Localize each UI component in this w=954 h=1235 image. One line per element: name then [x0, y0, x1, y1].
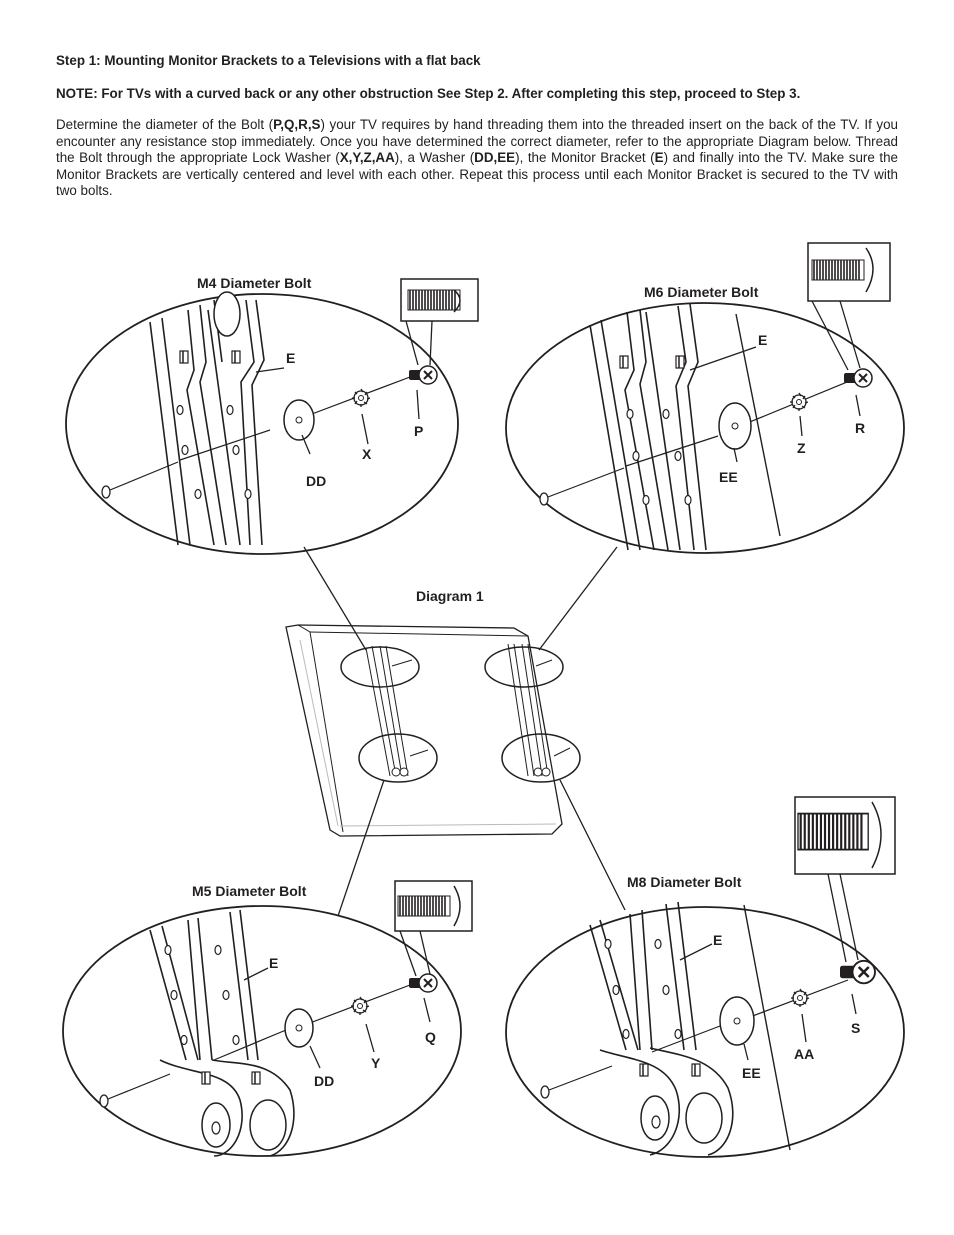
- monitor-bracket-e-m8: [589, 901, 734, 1156]
- m4-label-dd: DD: [306, 473, 326, 489]
- m8-label-ee: EE: [742, 1065, 761, 1081]
- detail-m4: M4 Diameter Bolt E DD X P: [65, 275, 479, 555]
- monitor-bracket-e-m5: [149, 909, 295, 1157]
- m4-label-p: P: [414, 423, 423, 439]
- m8-label-s: S: [851, 1020, 860, 1036]
- detail-m6: M6 Diameter Bolt E EE Z R: [505, 242, 905, 554]
- detail-m5: M5 Diameter Bolt E DD Y Q: [62, 880, 473, 1157]
- m6-label-r: R: [855, 420, 865, 436]
- diagram-title: Diagram 1: [416, 588, 484, 604]
- m8-title: M8 Diameter Bolt: [627, 874, 742, 890]
- m5-label-q: Q: [425, 1029, 436, 1045]
- m6-label-e: E: [758, 332, 767, 348]
- detail-m8: M8 Diameter Bolt E EE AA S: [505, 796, 905, 1158]
- m6-label-ee: EE: [719, 469, 738, 485]
- m8-label-aa: AA: [794, 1046, 814, 1062]
- monitor-bracket-e-m6: [589, 303, 707, 551]
- monitor-bracket-e-m4: [149, 291, 265, 546]
- m6-label-z: Z: [797, 440, 806, 456]
- m4-label-e: E: [286, 350, 295, 366]
- step-title: Step 1: Mounting Monitor Brackets to a T…: [56, 53, 481, 68]
- m5-label-dd: DD: [314, 1073, 334, 1089]
- m5-label-y: Y: [371, 1055, 381, 1071]
- m8-label-e: E: [713, 932, 722, 948]
- m6-title: M6 Diameter Bolt: [644, 284, 759, 300]
- m4-label-x: X: [362, 446, 372, 462]
- note: NOTE: For TVs with a curved back or any …: [56, 86, 801, 101]
- m4-title: M4 Diameter Bolt: [197, 275, 312, 291]
- m5-title: M5 Diameter Bolt: [192, 883, 307, 899]
- m5-label-e: E: [269, 955, 278, 971]
- instructions-paragraph: Determine the diameter of the Bolt (P,Q,…: [56, 117, 898, 198]
- tv-back-diagram: Diagram 1: [285, 546, 626, 917]
